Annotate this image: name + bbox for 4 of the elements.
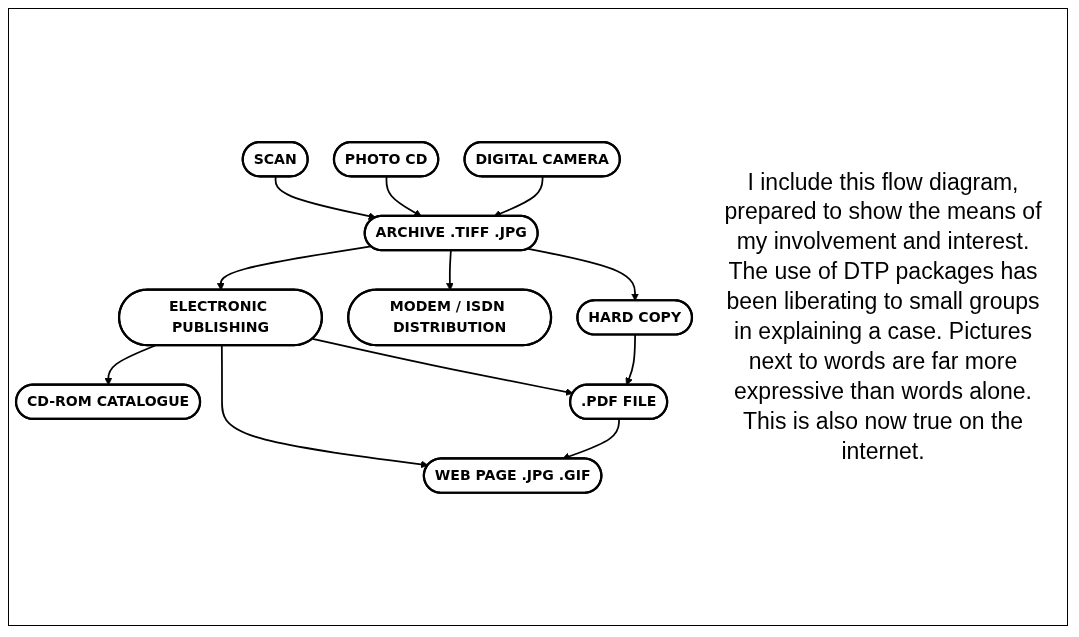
arrow <box>104 344 157 385</box>
arrow <box>220 344 429 468</box>
arrow <box>311 337 574 396</box>
description-paragraph: I include this flow diagram, prepared to show the means of my involvement and interest. The use of DTP packages has been liberating to small groups in explaining a case. Pictures next to words are far more expressive than words alone. This is also now true on the internet. <box>723 167 1043 466</box>
